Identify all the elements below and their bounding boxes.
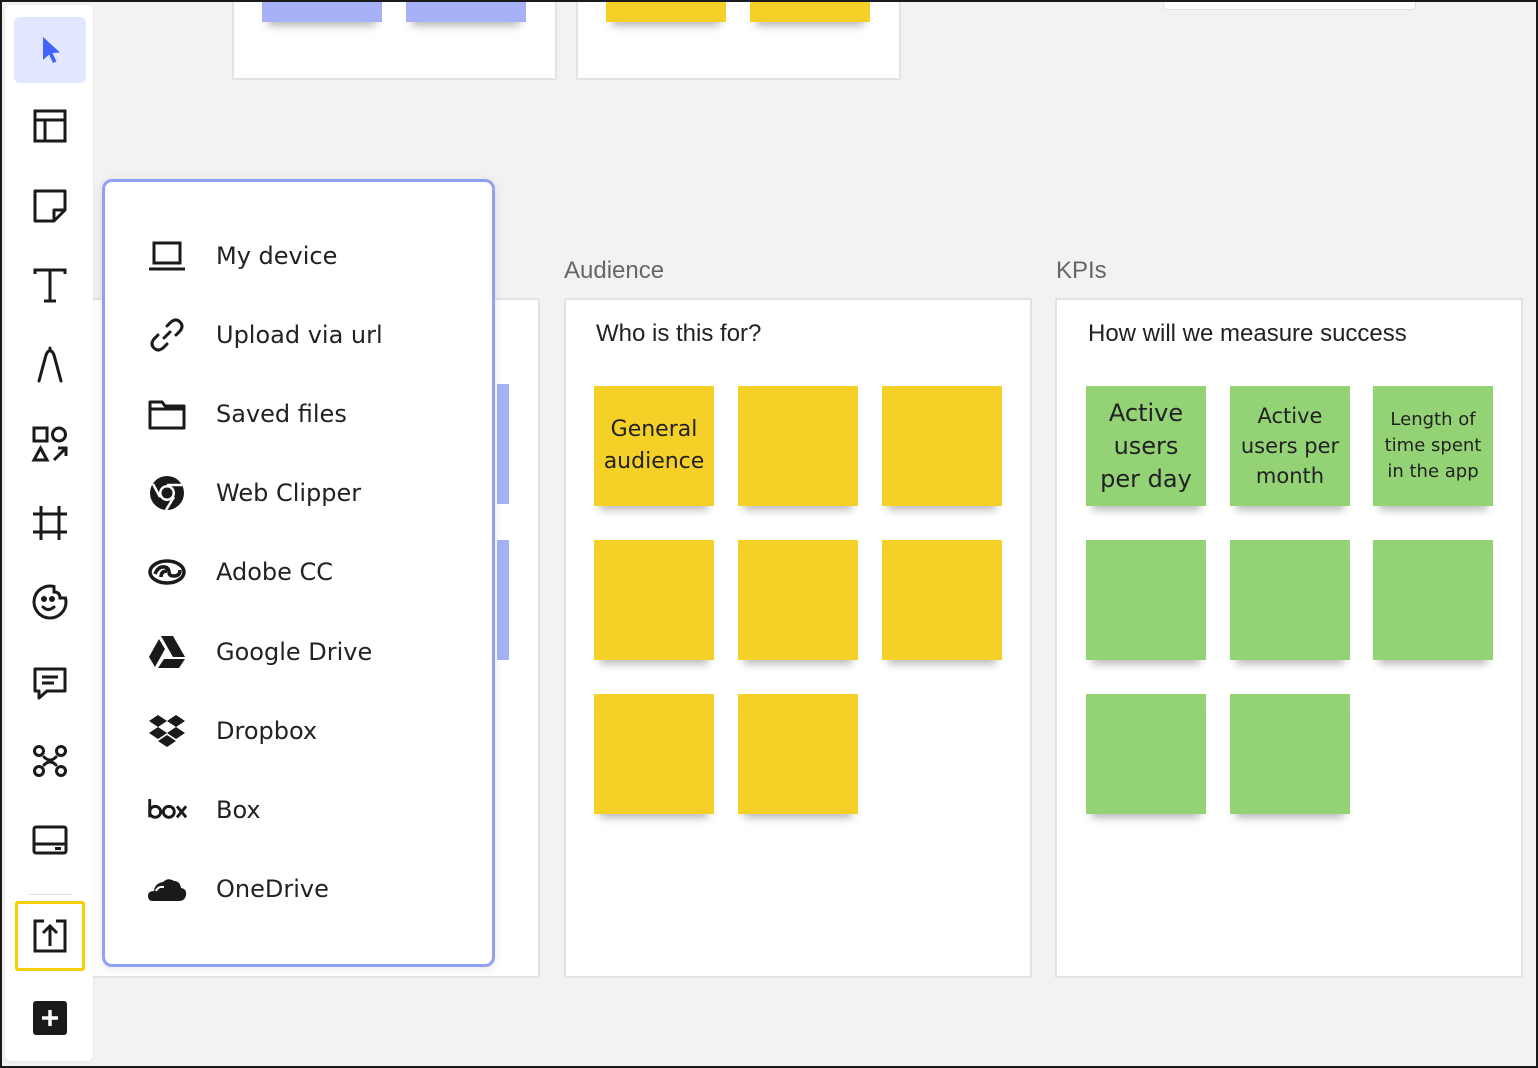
top-frame-left[interactable] (232, 0, 557, 80)
sticky-note[interactable] (738, 386, 858, 506)
box-icon (147, 790, 187, 830)
sticky-note[interactable]: General audience (594, 386, 714, 506)
card-icon (30, 820, 70, 860)
sticky-note[interactable]: Active users per month (1230, 386, 1350, 506)
menu-item-box[interactable]: Box (145, 780, 465, 840)
upload-tool[interactable] (15, 901, 85, 971)
folder-icon (147, 394, 187, 434)
emoji-tool[interactable] (14, 569, 86, 635)
menu-item-label: Google Drive (216, 638, 372, 666)
top-frame-right[interactable] (576, 0, 901, 80)
sticky-note[interactable] (738, 694, 858, 814)
menu-item-label: OneDrive (216, 875, 329, 903)
layout-icon (30, 106, 70, 146)
frame-heading-kpis: How will we measure success (1088, 320, 1407, 348)
menu-item-upload-via-url[interactable]: Upload via url (145, 305, 465, 365)
upload-menu: My device Upload via url Saved files Web… (102, 179, 495, 967)
sticky-note[interactable] (882, 386, 1002, 506)
link-icon (147, 315, 187, 355)
menu-item-label: Dropbox (216, 717, 317, 745)
google-drive-icon (147, 632, 187, 672)
frame-kpis[interactable]: How will we measure success Active users… (1055, 298, 1523, 978)
shapes-tool[interactable] (14, 411, 86, 477)
left-toolbar (5, 5, 93, 1061)
sticky-note-tool[interactable] (14, 173, 86, 239)
mindmap-icon (30, 741, 70, 781)
menu-item-label: Saved files (216, 400, 347, 428)
frame-title-kpis: KPIs (1056, 257, 1107, 285)
toolbar-separator (29, 894, 73, 895)
sticky-note[interactable] (882, 540, 1002, 660)
emoji-icon (30, 582, 70, 622)
menu-item-onedrive[interactable]: OneDrive (145, 859, 465, 919)
frame-title-audience: Audience (564, 257, 664, 285)
menu-item-label: Adobe CC (216, 558, 333, 586)
frame-icon (30, 503, 70, 543)
sticky-note[interactable]: Active users per day (1086, 386, 1206, 506)
plus-icon (30, 998, 70, 1038)
comment-tool[interactable] (14, 650, 86, 716)
sticky-note[interactable] (1086, 540, 1206, 660)
pen-tool[interactable] (14, 331, 86, 397)
menu-item-dropbox[interactable]: Dropbox (145, 701, 465, 761)
sticky-note[interactable] (738, 540, 858, 660)
sticky-note[interactable] (594, 540, 714, 660)
sticky-note[interactable] (406, 0, 526, 22)
adobe-cc-icon (147, 552, 187, 592)
menu-item-saved-files[interactable]: Saved files (145, 384, 465, 444)
shapes-icon (30, 424, 70, 464)
menu-item-my-device[interactable]: My device (145, 226, 465, 286)
sticky-note[interactable] (594, 694, 714, 814)
frame-audience[interactable]: Who is this for? General audience (564, 298, 1032, 978)
chrome-icon (147, 473, 187, 513)
pen-icon (30, 344, 70, 384)
menu-item-web-clipper[interactable]: Web Clipper (145, 463, 465, 523)
text-icon (30, 265, 70, 305)
laptop-icon (147, 236, 187, 276)
comment-icon (30, 663, 70, 703)
menu-item-label: My device (216, 242, 337, 270)
frame-tool[interactable] (14, 490, 86, 556)
menu-item-label: Web Clipper (216, 479, 361, 507)
sticky-note[interactable] (1086, 694, 1206, 814)
search-box-partial[interactable] (1163, 0, 1416, 10)
sticky-note-partial (497, 384, 509, 504)
mindmap-tool[interactable] (14, 728, 86, 794)
sticky-note[interactable] (606, 0, 726, 22)
sticky-note[interactable] (1230, 540, 1350, 660)
menu-item-adobe-cc[interactable]: Adobe CC (145, 542, 465, 602)
upload-icon (30, 916, 70, 956)
sticky-note[interactable] (262, 0, 382, 22)
menu-item-google-drive[interactable]: Google Drive (145, 622, 465, 682)
sticky-note-partial (497, 540, 509, 660)
menu-item-label: Box (216, 796, 261, 824)
templates-tool[interactable] (14, 93, 86, 159)
sticky-note[interactable] (750, 0, 870, 22)
onedrive-icon (147, 869, 187, 909)
select-tool[interactable] (14, 17, 86, 83)
text-tool[interactable] (14, 252, 86, 318)
cursor-icon (30, 30, 70, 70)
sticky-note[interactable]: Length of time spent in the app (1373, 386, 1493, 506)
dropbox-icon (147, 711, 187, 751)
sticky-note-icon (30, 186, 70, 226)
frame-heading-audience: Who is this for? (596, 320, 761, 348)
more-apps-tool[interactable] (14, 985, 86, 1051)
menu-item-label: Upload via url (216, 321, 383, 349)
sticky-note[interactable] (1230, 694, 1350, 814)
sticky-note[interactable] (1373, 540, 1493, 660)
card-tool[interactable] (14, 807, 86, 873)
